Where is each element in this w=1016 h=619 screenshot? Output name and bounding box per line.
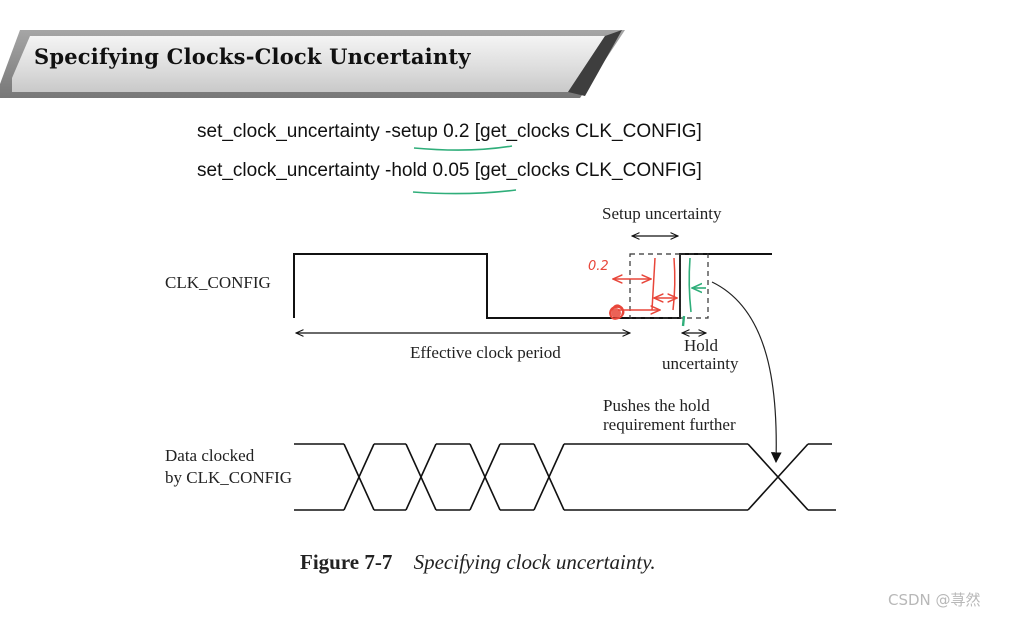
watermark: CSDN @荨然 [888,591,981,609]
caption-text: Specifying clock uncertainty. [413,550,656,574]
setup-command: set_clock_uncertainty -setup 0.2 [get_cl… [197,121,702,142]
pushes-label-line2: requirement further [603,415,736,434]
slide-title: Specifying Clocks-Clock Uncertainty [34,44,471,69]
data-label-line1: Data clocked [165,446,255,465]
clock-waveform [293,253,772,319]
title-banner [0,30,625,98]
green-annotations [681,257,706,327]
hold-command: set_clock_uncertainty -hold 0.05 [get_cl… [197,160,702,181]
effective-period-label: Effective clock period [410,343,561,362]
hold-uncertainty-label-line2: uncertainty [662,354,739,373]
setup-uncertainty-window [629,253,681,319]
caption-number: Figure 7-7 [300,550,393,574]
setup-underline [413,145,513,151]
hold-uncertainty-label-line1: Hold [684,336,718,355]
hold-uncertainty-window [679,253,709,319]
setup-uncertainty-label: Setup uncertainty [602,204,722,223]
hold-underline [412,189,517,195]
handwritten-note: 0.2 [588,259,609,274]
pushes-hold-arrow [711,281,782,464]
red-annotations [608,257,677,320]
data-waveform [294,443,836,511]
clock-label: CLK_CONFIG [165,273,271,292]
pushes-label-line1: Pushes the hold [603,396,710,415]
data-label-line2: by CLK_CONFIG [165,468,293,487]
figure-caption: Figure 7-7 Specifying clock uncertainty. [300,550,656,575]
